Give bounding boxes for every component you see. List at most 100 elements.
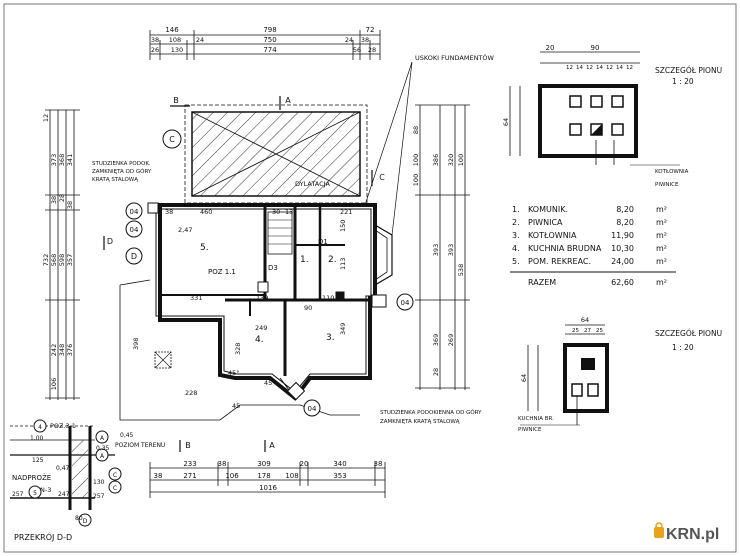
top-dimension-chain bbox=[149, 30, 381, 60]
dim-label: 139 bbox=[256, 294, 268, 302]
dim-label: 242 bbox=[50, 344, 58, 356]
dim-label: 178 bbox=[257, 472, 270, 480]
legend-name: KOTŁOWNIA bbox=[528, 231, 577, 240]
room-2-label: 2. bbox=[328, 255, 337, 265]
legend-row-2: 2. PIWNICA 8,20 m² bbox=[512, 218, 667, 227]
legend-area: 8,20 bbox=[616, 205, 634, 214]
legend-row-5: 5. POM. REKREAC. 24,00 m² bbox=[512, 257, 667, 266]
section-poziom-label: POZIOM TERENU bbox=[115, 442, 165, 449]
dim-label: 14 bbox=[616, 65, 623, 71]
dim-label: 72 bbox=[366, 26, 375, 34]
dim-label: 106 bbox=[50, 378, 58, 390]
pion-top-title: SZCZEGÓŁ PIONU bbox=[655, 66, 722, 75]
dim-label: 45° bbox=[264, 379, 276, 387]
dim-label: 64 bbox=[502, 118, 510, 126]
dim-label: 100 bbox=[457, 154, 465, 166]
dim-label: 309 bbox=[257, 460, 270, 468]
dim-label: 27 bbox=[584, 328, 591, 334]
legend-area: 24,00 bbox=[611, 257, 634, 266]
section-nadproze-label: NADPROŻE bbox=[12, 473, 51, 482]
dim-label: 460 bbox=[200, 208, 212, 216]
dim-label: 28 bbox=[368, 46, 376, 54]
dim-label: 108 bbox=[285, 472, 298, 480]
dim-label: 20 bbox=[546, 44, 555, 52]
dim-label: 598 bbox=[58, 254, 66, 266]
section-dim: 0,45 bbox=[120, 432, 134, 439]
section-markers bbox=[125, 129, 414, 417]
section-dim: 130 bbox=[93, 479, 105, 486]
dim-label: 348 bbox=[58, 344, 66, 356]
studzienka-bottom-label-1: STUDZIENKA PODOKIENNA OD GÓRY bbox=[380, 409, 482, 416]
section-n3-label: N-3 bbox=[40, 486, 51, 494]
dim-label: 106 bbox=[225, 472, 239, 480]
dim-label: 349 bbox=[339, 323, 347, 335]
dim-label: 88 bbox=[412, 126, 420, 134]
dim-label: 774 bbox=[263, 46, 277, 54]
section-a-label: A bbox=[285, 96, 291, 105]
section-cut-lines bbox=[103, 96, 373, 452]
dim-label: 25 bbox=[572, 328, 579, 334]
legend-total-area: 62,60 bbox=[611, 278, 634, 287]
dim-label: 38 bbox=[151, 36, 159, 44]
legend-unit: m² bbox=[656, 244, 667, 253]
section-marker-4: 4 bbox=[38, 424, 42, 431]
dim-label: 398 bbox=[132, 338, 140, 350]
dim-label: 750 bbox=[263, 36, 276, 44]
left-dimension-chain bbox=[45, 109, 80, 400]
legend-unit: m² bbox=[656, 231, 667, 240]
plan-labels: USKOKI FUNDAMENTÓW DYLATACJA STUDZIENKA … bbox=[92, 53, 495, 425]
poz-label: POZ 1.1 bbox=[208, 268, 236, 276]
dim-label: 2,47 bbox=[178, 226, 192, 234]
section-c-label: C bbox=[169, 135, 175, 144]
legend-name: PIWNICA bbox=[528, 218, 563, 227]
dim-label: 90 bbox=[304, 304, 312, 312]
pion-piwnice-label: PIWNICE bbox=[655, 182, 679, 188]
dim-label: 38 bbox=[218, 460, 227, 468]
dim-label: 90 bbox=[591, 44, 600, 52]
section-b-label: B bbox=[173, 96, 179, 105]
dim-label: 146 bbox=[165, 26, 179, 34]
dim-label: 386 bbox=[432, 154, 440, 166]
dim-label: 331 bbox=[190, 294, 202, 302]
room-4-label: 4. bbox=[255, 335, 264, 345]
dim-label: 113 bbox=[339, 258, 347, 270]
dim-label: 100 bbox=[412, 154, 420, 166]
dim-label: 108 bbox=[169, 36, 181, 44]
dim-label: 269 bbox=[447, 334, 455, 346]
d3-label: D3 bbox=[268, 264, 278, 272]
studzienka-top-label-1: STUDZIENKA PODOK. bbox=[92, 161, 151, 167]
dim-label: 393 bbox=[432, 244, 440, 256]
dim-label: 341 bbox=[66, 154, 74, 166]
bottom-dimension-chain bbox=[149, 462, 386, 498]
krn-brand-text: KRN.pl bbox=[666, 526, 719, 543]
dim-label: 28 bbox=[432, 368, 440, 376]
room-5-label: 5. bbox=[200, 243, 209, 253]
section-d-label: D bbox=[107, 237, 113, 246]
section-dim: 125 bbox=[32, 457, 44, 464]
section-dd-title: PRZEKRÓJ D-D bbox=[14, 531, 72, 542]
studzienka-top-label-2: ZAMKNIĘTA OD GÓRY bbox=[92, 168, 152, 175]
krn-watermark: KRN.pl bbox=[654, 522, 719, 543]
dim-label: 12 bbox=[566, 65, 573, 71]
dim-label: 130 bbox=[171, 46, 183, 54]
legend-area: 8,20 bbox=[616, 218, 634, 227]
section-b-label: B bbox=[185, 441, 191, 450]
dim-label: 56 bbox=[353, 46, 361, 54]
dim-label: 14 bbox=[576, 65, 583, 71]
section-marker-a: A bbox=[100, 435, 105, 442]
studzienka-top-label-3: KRATĄ STALOWĄ bbox=[92, 177, 138, 183]
dim-label: 100 bbox=[412, 174, 420, 186]
dim-label: 249 bbox=[255, 324, 267, 332]
section-dd: 4 5 A A C C D POZ.3.1 1,00 0,45 0,35 POZ… bbox=[10, 419, 165, 542]
krn-logo-icon bbox=[654, 527, 664, 538]
building-walls bbox=[119, 202, 393, 421]
top-dimension-labels: 146 798 72 38 108 24 750 24 38 26 130 77… bbox=[151, 26, 376, 54]
pion-detail-bottom: SZCZEGÓŁ PIONU 1 : 20 64 25 27 25 64 KUC… bbox=[518, 316, 722, 433]
pion-bottom-title: SZCZEGÓŁ PIONU bbox=[655, 329, 722, 338]
right-dimension-chain bbox=[415, 104, 470, 390]
studzienka-bottom-label-2: ZAMKNIĘTA KRATĄ STALOWĄ bbox=[380, 419, 460, 425]
legend-total-label: RAZEM bbox=[528, 278, 556, 287]
section-dim: 0,35 bbox=[96, 445, 110, 452]
legend-area: 10,30 bbox=[611, 244, 634, 253]
pion-detail-top: SZCZEGÓŁ PIONU 1 : 20 20 90 12 14 12 14 … bbox=[502, 44, 722, 188]
